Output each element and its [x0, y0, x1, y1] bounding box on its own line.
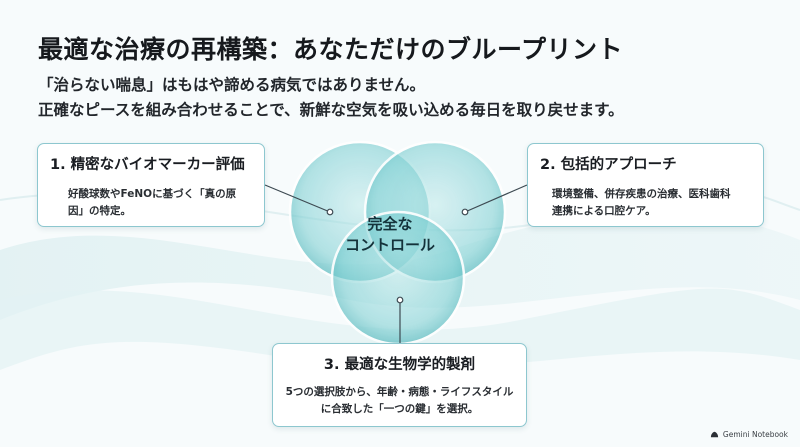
card-title: 2. 包括的アプローチ	[540, 157, 677, 173]
connector-card2	[464, 184, 528, 213]
connector-dot-card2	[461, 208, 469, 216]
venn-circles	[288, 140, 507, 346]
card-title: 1. 精密なバイオマーカー評価	[50, 157, 245, 173]
connectors	[264, 184, 528, 343]
card-biologics: 3. 最適な生物学的製剤 5つの選択肢から、年齢・病態・ライフスタイル に合致し…	[272, 343, 527, 427]
card-biomarker: 1. 精密なバイオマーカー評価 好酸球数やFeNOに基づく「真の原 因」の特定。	[37, 143, 265, 227]
center-label: 完全な コントロール	[320, 214, 460, 256]
card-body-line: 連携による口腔ケア。	[552, 205, 656, 217]
card-comprehensive: 2. 包括的アプローチ 環境整備、併存疾患の治療、医科歯科 連携による口腔ケア。	[527, 143, 764, 227]
footer-brand-label: Gemini Notebook	[722, 430, 788, 439]
connector-dot-card3	[396, 296, 404, 304]
subtitle-line-2: 正確なピースを組み合わせることで、新鮮な空気を吸い込める毎日を取り戻せます。	[38, 101, 624, 119]
page-title: 最適な治療の再構築：あなただけのブループリント	[38, 35, 624, 64]
footer-brand: Gemini Notebook	[710, 430, 788, 439]
card-body-line: 好酸球数やFeNOに基づく「真の原	[68, 188, 237, 200]
connector-card1	[264, 184, 331, 213]
card-body-line: 因」の特定。	[68, 205, 131, 217]
card-body-line: 環境整備、併存疾患の治療、医科歯科	[552, 188, 731, 200]
card-title: 3. 最適な生物学的製剤	[323, 357, 476, 373]
connector-dot-card1	[326, 208, 334, 216]
center-label-line-1: 完全な	[367, 215, 413, 233]
card-body: 好酸球数やFeNOに基づく「真の原 因」の特定。	[50, 186, 252, 220]
card-body-line: 5つの選択肢から、年齢・病態・ライフスタイル	[285, 386, 514, 398]
center-label-line-2: コントロール	[344, 236, 435, 254]
gemini-notebook-icon	[710, 431, 719, 438]
card-body: 環境整備、併存疾患の治療、医科歯科 連携による口腔ケア。	[540, 186, 751, 220]
card-body-line: に合致した「一つの鍵」を選択。	[320, 403, 479, 415]
subtitle-line-1: 「治らない喘息」はもはや諦める病気ではありません。	[38, 76, 426, 94]
card-body: 5つの選択肢から、年齢・病態・ライフスタイル に合致した「一つの鍵」を選択。	[285, 384, 514, 418]
